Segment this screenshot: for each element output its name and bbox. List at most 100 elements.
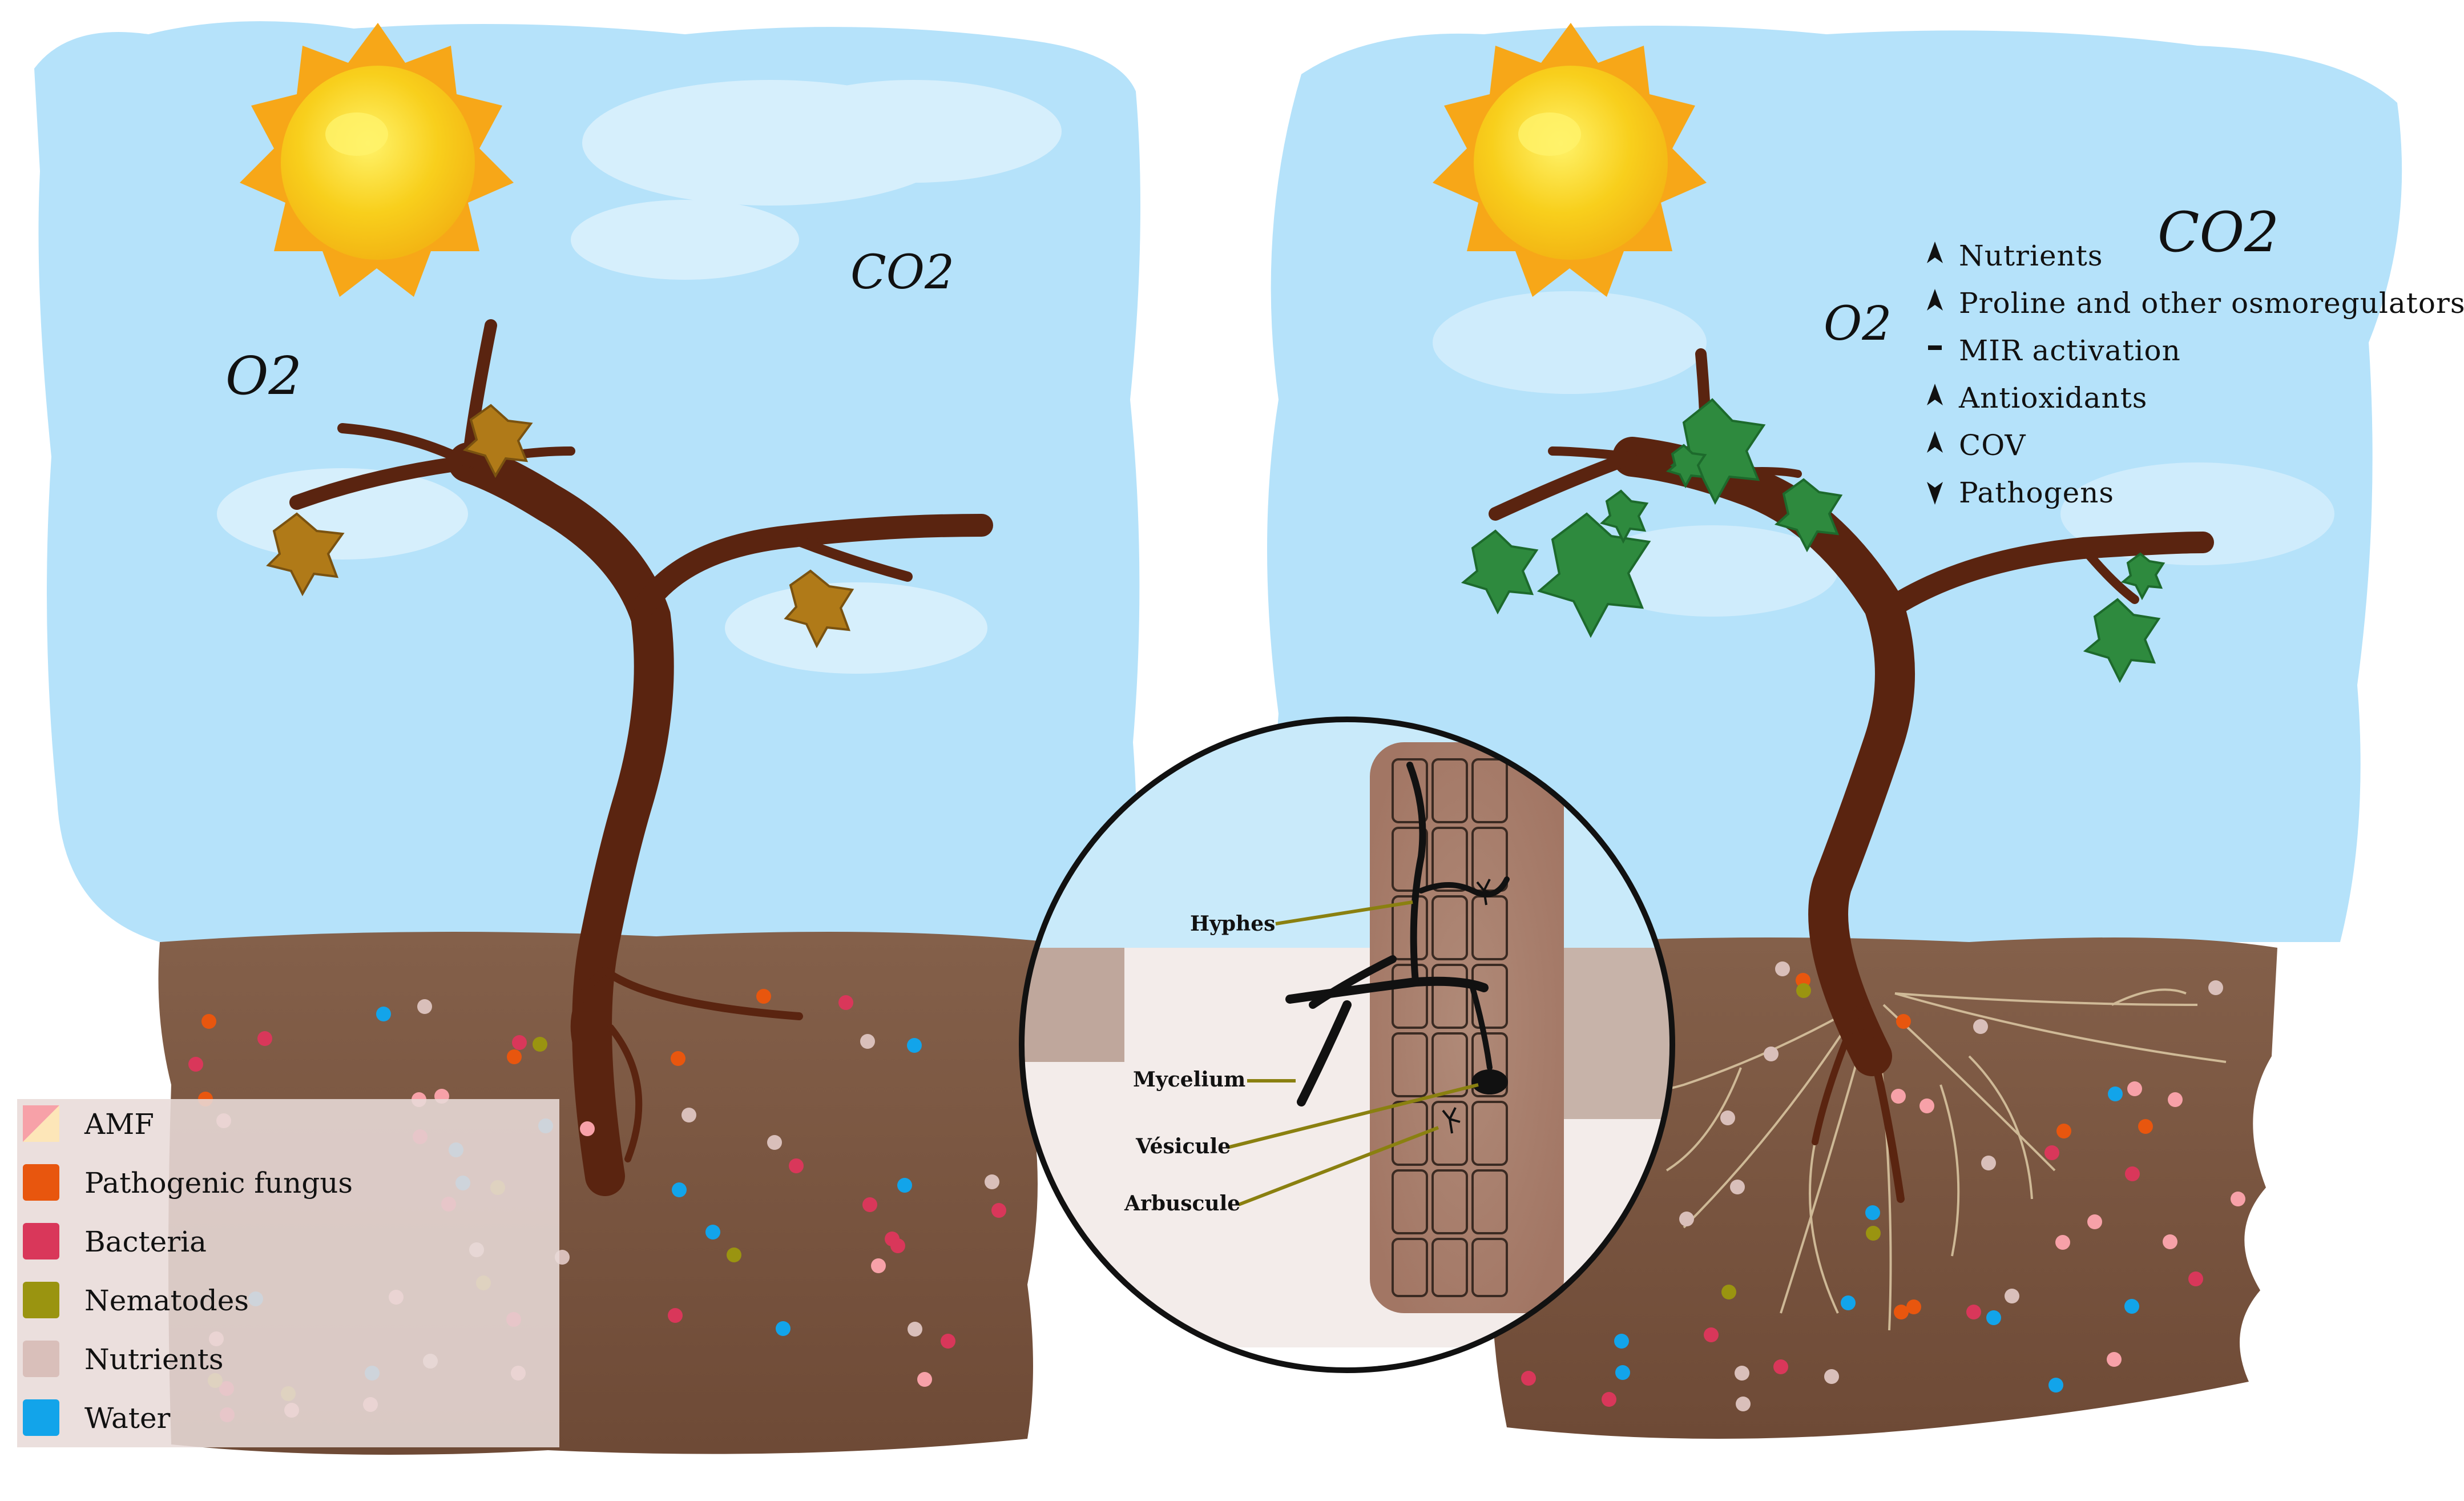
legend-label: AMF (84, 1108, 154, 1141)
legend-item: Nutrients (23, 1341, 223, 1377)
soil-particle (941, 1334, 955, 1349)
legend-swatch (23, 1164, 59, 1201)
soil-particle (1736, 1397, 1751, 1411)
soil-particle (1764, 1047, 1779, 1061)
left-o2-label: O2 (225, 345, 302, 407)
increase-arrow-icon (1927, 242, 1943, 263)
soil-particle (1730, 1180, 1745, 1194)
left-tree (289, 319, 993, 1196)
soil-particle (257, 1031, 272, 1046)
legend-swatch (23, 1399, 59, 1436)
effect-label: MIR activation (1959, 334, 2181, 367)
soil-particle (1775, 961, 1790, 976)
legend-label: Pathogenic fungus (84, 1166, 353, 1200)
soil-particle (1986, 1310, 2001, 1325)
soil-particle (1773, 1359, 1788, 1374)
vesicule-label: Vésicule (1135, 1134, 1231, 1158)
soil-particle (1906, 1299, 1921, 1314)
increase-arrow-icon (1927, 431, 1943, 453)
soil-particle (1981, 1156, 1996, 1170)
soil-particle (2005, 1289, 2019, 1303)
soil-particle (1865, 1205, 1880, 1220)
soil-particle (1824, 1369, 1839, 1384)
soil-particle (862, 1197, 877, 1212)
soil-particle (908, 1322, 922, 1337)
soil-particle (2124, 1299, 2139, 1314)
soil-particle (512, 1035, 527, 1050)
effect-item: COV (1927, 429, 2026, 462)
soil-particle (1679, 1212, 1694, 1226)
soil-particle (890, 1238, 905, 1253)
effect-label: Nutrients (1959, 239, 2103, 272)
left-co2-label: CO2 (850, 246, 954, 300)
mycelium-label: Mycelium (1133, 1068, 1245, 1092)
legend-label: Water (84, 1402, 171, 1435)
effect-item: Nutrients (1927, 239, 2103, 272)
arbuscule-label: Arbuscule (1124, 1192, 1240, 1216)
soil-particle (672, 1182, 687, 1197)
legend-item: Bacteria (23, 1223, 207, 1259)
legend-item: Nematodes (23, 1282, 249, 1318)
legend-item: Water (23, 1399, 171, 1436)
effect-label: Antioxidants (1958, 381, 2147, 415)
soil-particle (838, 995, 853, 1010)
legend-item: AMF (23, 1105, 154, 1142)
soil-particle (1841, 1295, 1856, 1310)
soil-particle (2138, 1119, 2153, 1134)
right-soil (1482, 937, 2277, 1439)
soil-particle (1894, 1305, 1909, 1319)
soil-particle (991, 1203, 1006, 1218)
soil-particle (2168, 1092, 2183, 1107)
soil-particle (1721, 1285, 1736, 1299)
soil-particle (1796, 983, 1811, 998)
soil-particle (2048, 1378, 2063, 1393)
soil-particle (2056, 1124, 2071, 1138)
soil-particle (2087, 1214, 2102, 1229)
soil-particle (1966, 1305, 1981, 1319)
soil-particle (1919, 1098, 1934, 1113)
legend-swatch (23, 1282, 59, 1318)
soil-particle (871, 1258, 886, 1273)
soil-particle (1614, 1334, 1629, 1349)
soil-particle (2125, 1166, 2140, 1181)
soil-particle (681, 1108, 696, 1122)
hyphes-label: Hyphes (1190, 912, 1275, 936)
legend-background (17, 1099, 559, 1447)
arbuscules (1442, 879, 1495, 1134)
legend-label: Nematodes (84, 1284, 249, 1317)
soil-particle (2044, 1145, 2059, 1160)
legend: AMF Pathogenic fungusBacteriaNematodesNut… (17, 1099, 559, 1447)
decrease-arrow-icon (1927, 482, 1943, 505)
soil-particle (417, 999, 432, 1014)
soil-particle (2108, 1086, 2123, 1101)
legend-swatch (23, 1341, 59, 1377)
increase-arrow-icon (1927, 289, 1943, 311)
soil-particle (188, 1057, 203, 1072)
legend-item: Pathogenic fungus (23, 1164, 353, 1201)
soil-particle (507, 1049, 522, 1064)
effect-label: Proline and other osmoregulators (1959, 287, 2464, 320)
root-zoom-circle: Hyphes Mycelium Vésicule Arbuscule (1019, 717, 1675, 1373)
soil-particle (767, 1135, 782, 1150)
right-o2-label: O2 (1824, 297, 1892, 351)
left-sky (34, 21, 1140, 943)
soil-particle (1602, 1392, 1616, 1407)
soil-particle (897, 1178, 912, 1193)
effect-item: MIR activation (1928, 334, 2181, 367)
soil-particle (776, 1321, 791, 1336)
effect-item: Pathogens (1927, 476, 2114, 509)
soil-particle (533, 1037, 547, 1052)
soil-particle (1720, 1110, 1735, 1125)
soil-particle (789, 1158, 804, 1173)
right-co2-label: CO2 (2157, 200, 2279, 264)
soil-particle (1891, 1089, 1906, 1104)
soil-particle (2055, 1235, 2070, 1250)
increase-arrow-icon (1927, 384, 1943, 405)
legend-label: Nutrients (84, 1343, 223, 1376)
soil-particle (1896, 1014, 1911, 1029)
soil-particle (2127, 1081, 2142, 1096)
soil-particle (1704, 1327, 1719, 1342)
effect-label: COV (1959, 429, 2026, 462)
legend-swatch (23, 1105, 59, 1142)
